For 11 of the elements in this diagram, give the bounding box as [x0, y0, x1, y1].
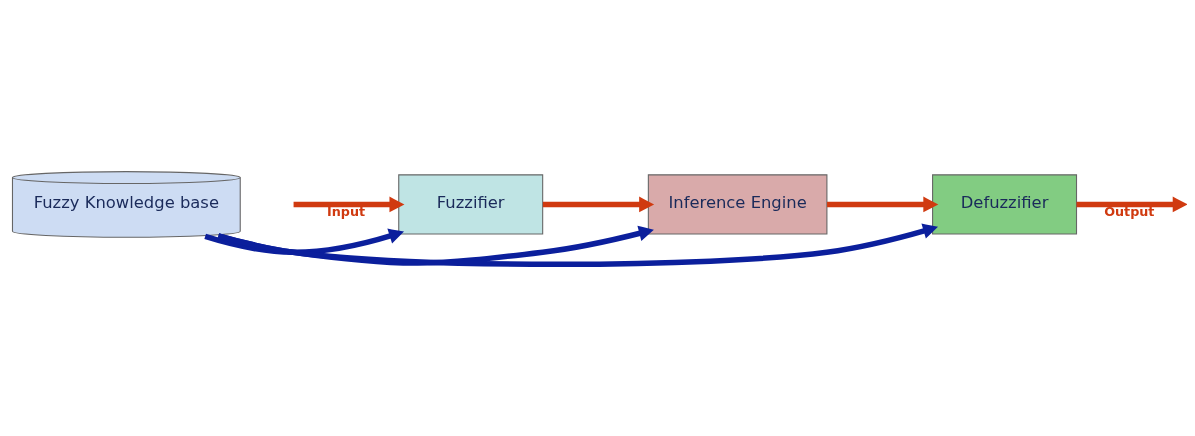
- arrow: [542, 196, 655, 213]
- arrow: [217, 223, 939, 268]
- edge-label: Input: [326, 204, 366, 220]
- node-box: Inference Engine: [647, 174, 828, 235]
- node-box: Fuzzifier: [398, 174, 544, 235]
- arrow: [1076, 196, 1187, 213]
- arrow: [293, 196, 405, 213]
- arrow: [827, 196, 939, 213]
- node-box: Defuzzifier: [932, 174, 1078, 235]
- edge-label: Output: [1104, 204, 1155, 220]
- arrow: [204, 228, 405, 255]
